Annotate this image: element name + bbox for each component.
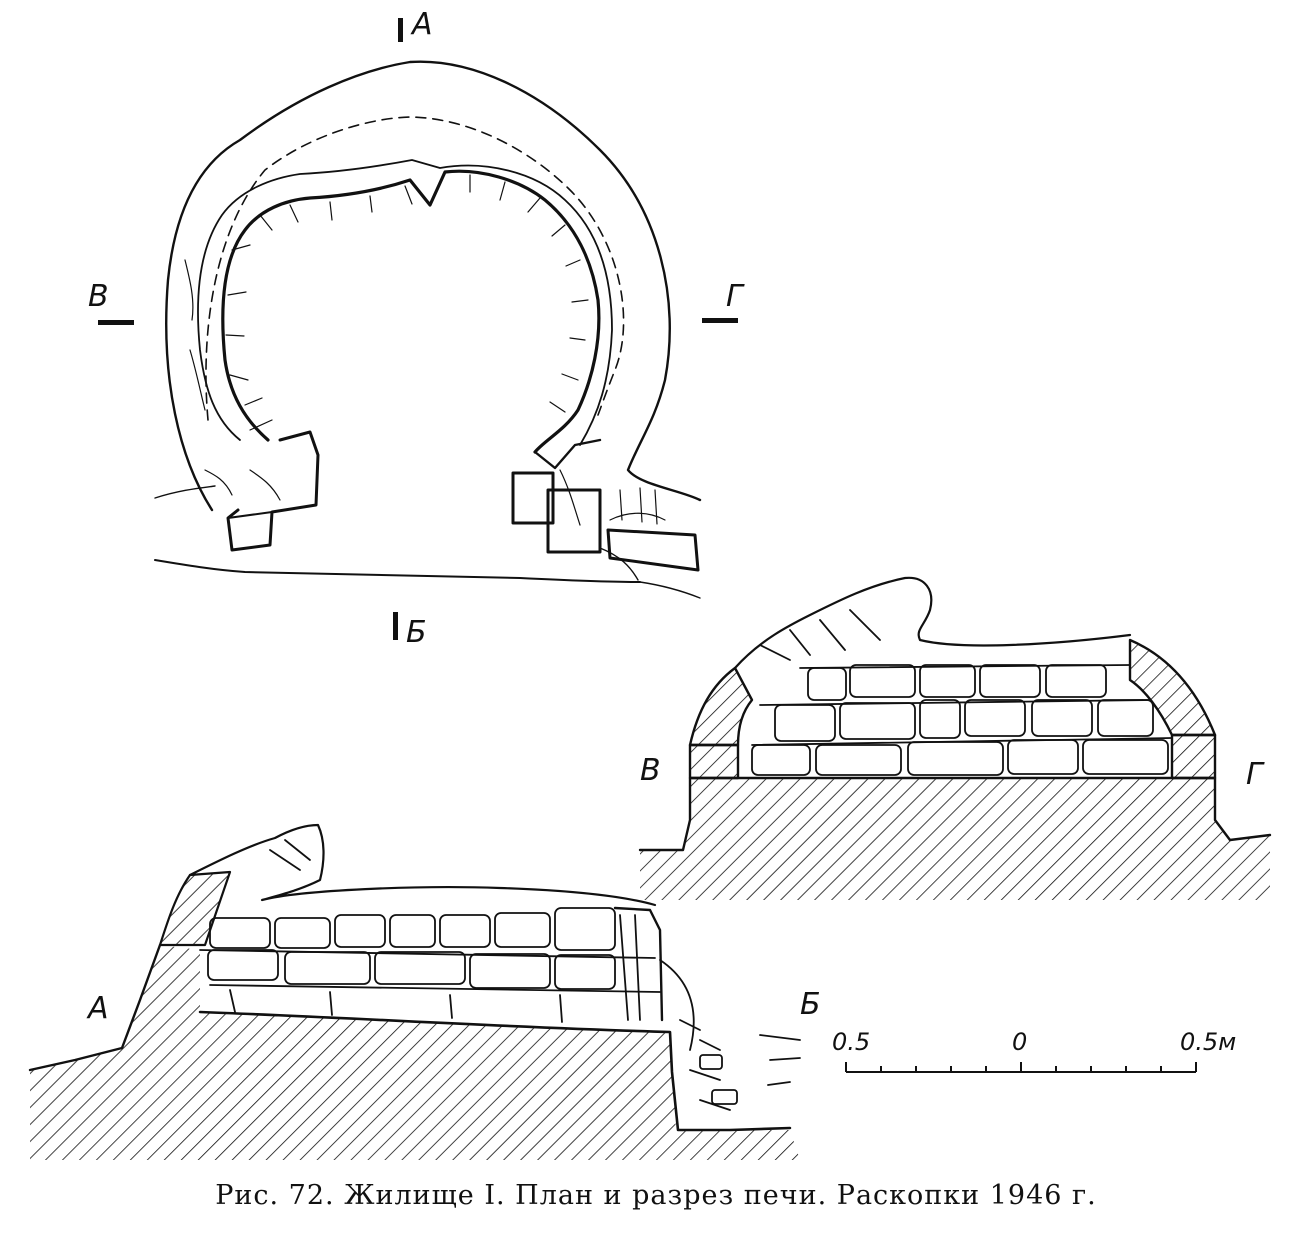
plan-dashed-line xyxy=(205,116,625,421)
scale-bar xyxy=(845,1062,1197,1073)
label-a-section: А xyxy=(88,991,109,1026)
plan-mark-v-line xyxy=(98,320,134,325)
section-vg-right-arch xyxy=(1128,638,1217,737)
section-vg-left-wall xyxy=(688,743,740,780)
figure-caption: Рис. 72. Жилище I. План и разрез печи. Р… xyxy=(215,1180,1097,1211)
section-a-b xyxy=(28,823,801,1160)
section-vg-ground xyxy=(640,778,1270,900)
section-vg-left-arch xyxy=(688,666,754,747)
plan-left-block xyxy=(226,430,320,552)
label-v-section: В xyxy=(640,753,661,788)
plan-stones xyxy=(184,174,666,526)
section-ab-wall xyxy=(158,870,232,947)
scale-label-center: 0 xyxy=(1012,1028,1028,1056)
plan-mark-g-line xyxy=(702,318,738,323)
plan-inner-wall xyxy=(221,169,601,454)
plan-right-block-3 xyxy=(606,528,700,572)
scale-label-left: 0.5 xyxy=(832,1028,871,1056)
label-b-section: Б xyxy=(800,987,821,1022)
scale-ticks xyxy=(845,1062,1197,1072)
section-v-g xyxy=(638,576,1272,900)
oven-plan xyxy=(154,60,702,599)
section-ab-ground xyxy=(30,945,800,1160)
label-v-plan: В xyxy=(88,279,109,314)
plan-right-block-1 xyxy=(511,471,555,525)
label-b-bottom: Б xyxy=(406,615,427,650)
section-vg-right-wall xyxy=(1170,733,1217,780)
label-g-plan: Г xyxy=(726,279,743,314)
plan-mark-a-tick xyxy=(398,18,403,42)
plan-outer-outline xyxy=(165,60,702,512)
plan-chamber-outer xyxy=(197,159,613,446)
plan-right-block-2 xyxy=(546,488,602,554)
plan-mark-b-tick xyxy=(393,612,398,640)
label-a-top: A xyxy=(412,7,433,42)
scale-label-right: 0.5м xyxy=(1180,1028,1237,1056)
plan-floor-line xyxy=(154,559,641,583)
label-g-section: Г xyxy=(1246,757,1263,792)
